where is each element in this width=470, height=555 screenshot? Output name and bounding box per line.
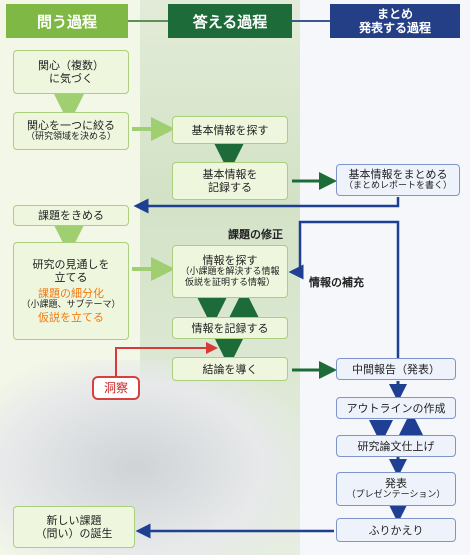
box-interest-line2: に気づく <box>49 72 93 85</box>
box-insight-label: 洞察 <box>103 380 128 395</box>
box-new-line2: （問い）の誕生 <box>35 527 113 540</box>
box-research-plan: 研究の見通しを 立てる 課題の細分化 （小課題、サブテーマ） 仮説を立てる <box>13 242 129 340</box>
box-plan-line2: 立てる <box>54 271 88 284</box>
note-revise-topic: 課題の修正 <box>228 228 283 241</box>
header-connector-2 <box>292 20 330 22</box>
arrow-insight-to-record <box>115 342 218 376</box>
box-present-line2: （プレゼンテーション） <box>346 490 446 500</box>
box-summarize-basic: 基本情報をまとめる （まとめレポートを書く） <box>336 164 460 196</box>
box-record-basic-line1: 基本情報を <box>202 168 258 181</box>
box-plan-sub1: 課題の細分化 <box>38 287 104 300</box>
box-plan-sub3: 仮説を立てる <box>38 311 104 324</box>
box-insight: 洞察 <box>92 376 140 400</box>
box-search-info-line1: 情報を探す <box>202 254 258 267</box>
header-connector-1 <box>128 20 168 22</box>
box-presentation: 発表 （プレゼンテーション） <box>336 472 456 506</box>
box-record-basic: 基本情報を 記録する <box>172 162 288 200</box>
header-answer-label: 答える過程 <box>192 12 268 31</box>
header-summary-process: まとめ 発表する過程 <box>330 4 460 38</box>
box-interim-report: 中間報告（発表） <box>336 358 456 380</box>
box-new-line1: 新しい課題 <box>46 514 102 527</box>
box-present-line1: 発表 <box>385 477 407 490</box>
box-record-info: 情報を記録する <box>172 317 288 339</box>
header-summary-line1: まとめ <box>376 7 413 21</box>
box-finish-paper: 研究論文仕上げ <box>336 435 456 457</box>
box-record-info-label: 情報を記録する <box>191 321 269 335</box>
box-narrow-interest: 関心を一つに絞る （研究領域を決める） <box>13 112 129 150</box>
box-plan-line1: 研究の見通しを <box>32 258 110 271</box>
box-summarize-line2: （まとめレポートを書く） <box>343 181 452 191</box>
box-summarize-line1: 基本情報をまとめる <box>348 168 448 181</box>
box-decide-label: 課題をきめる <box>38 209 104 222</box>
box-interim-label: 中間報告（発表） <box>352 362 440 376</box>
column-background-summary <box>300 0 470 555</box>
box-reflection: ふりかえり <box>336 518 456 542</box>
box-search-info-line3: 仮説を証明する情報） <box>184 278 275 288</box>
box-new-question: 新しい課題 （問い）の誕生 <box>13 506 135 548</box>
box-reflect-label: ふりかえり <box>368 523 424 537</box>
box-record-basic-line2: 記録する <box>208 181 252 194</box>
box-outline-label: アウトラインの作成 <box>346 401 446 415</box>
box-search-basic-label: 基本情報を探す <box>191 123 269 137</box>
note-supplement-info: 情報の補充 <box>309 276 364 289</box>
box-search-basic: 基本情報を探す <box>172 116 288 144</box>
box-outline: アウトラインの作成 <box>336 397 456 419</box>
header-summary-line2: 発表する過程 <box>358 21 431 35</box>
box-plan-sub2: （小課題、サブテーマ） <box>21 300 121 310</box>
box-search-info: 情報を探す （小課題を解決する情報 仮説を証明する情報） <box>172 245 288 298</box>
box-interest-line1: 関心（複数） <box>38 59 104 72</box>
box-decide-topic: 課題をきめる <box>13 205 129 226</box>
header-answer-process: 答える過程 <box>168 4 292 38</box>
header-ask-label: 問う過程 <box>36 12 97 31</box>
box-narrow-line1: 関心を一つに絞る <box>27 119 115 132</box>
box-finish-label: 研究論文仕上げ <box>357 439 435 453</box>
arrow-supplement-to-search-info <box>288 220 400 358</box>
box-conclude-label: 結論を導く <box>202 362 258 376</box>
box-search-info-line2: （小課題を解決する情報 <box>180 267 280 277</box>
box-conclude: 結論を導く <box>172 357 288 381</box>
box-interest: 関心（複数） に気づく <box>13 50 129 94</box>
box-narrow-line2: （研究領域を決める） <box>25 132 116 142</box>
arrow-summarize-to-decide <box>133 197 400 214</box>
header-ask-process: 問う過程 <box>6 4 128 38</box>
